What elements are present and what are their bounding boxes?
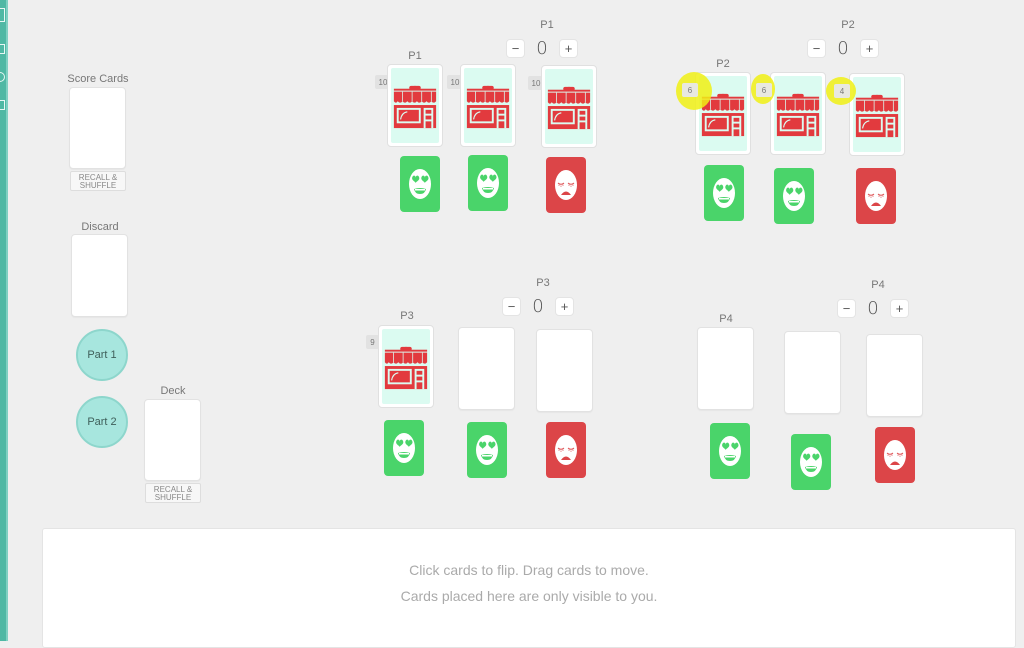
shop-icon	[382, 343, 430, 391]
discard-pile[interactable]	[71, 234, 128, 317]
card-value-badge: 4	[834, 84, 850, 98]
player-area-label: P3	[400, 310, 414, 322]
cards-icon[interactable]	[0, 100, 5, 110]
shop-card[interactable]	[541, 65, 597, 148]
shop-icon	[774, 90, 822, 138]
happy-face-icon	[715, 431, 745, 471]
sad-face-card[interactable]	[856, 168, 896, 224]
shop-card[interactable]	[770, 72, 826, 155]
shop-icon	[391, 82, 439, 130]
decrement-button[interactable]: −	[807, 38, 826, 58]
sad-face-card[interactable]	[546, 157, 586, 213]
sidebar	[0, 0, 8, 641]
sad-face-icon	[551, 165, 581, 205]
card-value-badge: 6	[756, 83, 772, 97]
shuffle-label: SHUFFLE	[154, 493, 192, 502]
happy-face-icon	[779, 176, 809, 216]
happy-face-icon	[389, 428, 419, 468]
deck-pile[interactable]	[144, 399, 201, 481]
happy-face-icon	[473, 163, 503, 203]
shop-icon	[464, 82, 512, 130]
score-counter-label: P2	[841, 19, 855, 31]
increment-button[interactable]: +	[559, 38, 578, 58]
happy-face-icon	[709, 173, 739, 213]
score-cards-label: Score Cards	[67, 73, 129, 85]
shop-card[interactable]	[378, 325, 434, 408]
card-value-badge: 6	[682, 83, 698, 97]
empty-card-slot[interactable]	[458, 327, 515, 410]
sad-face-icon	[880, 435, 910, 475]
player-area-label: P1	[408, 50, 422, 62]
happy-face-card[interactable]	[774, 168, 814, 224]
happy-face-card[interactable]	[791, 434, 831, 490]
happy-face-card[interactable]	[468, 155, 508, 211]
increment-button[interactable]: +	[890, 298, 909, 318]
player-area-label: P4	[719, 313, 733, 325]
card-value-badge: 9	[366, 335, 379, 349]
empty-card-slot[interactable]	[866, 334, 923, 417]
decrement-button[interactable]: −	[502, 296, 521, 316]
happy-face-card[interactable]	[400, 156, 440, 212]
part-2-button[interactable]: Part 2	[76, 396, 128, 448]
happy-face-card[interactable]	[704, 165, 744, 221]
card-value-badge: 10	[528, 76, 544, 90]
happy-face-card[interactable]	[710, 423, 750, 479]
score-value: 0	[837, 37, 849, 59]
score-counter: − 0 +	[506, 37, 578, 59]
score-counter-label: P3	[536, 277, 550, 289]
shuffle-label: SHUFFLE	[79, 181, 117, 190]
empty-card-slot[interactable]	[536, 329, 593, 412]
part-1-button[interactable]: Part 1	[76, 329, 128, 381]
score-value: 0	[867, 297, 879, 319]
recall-label: RECALL &	[153, 485, 193, 494]
hand-instructions-line-1: Click cards to flip. Drag cards to move.	[409, 562, 649, 578]
score-counter: − 0 +	[807, 37, 879, 59]
sad-face-card[interactable]	[546, 422, 586, 478]
happy-face-card[interactable]	[384, 420, 424, 476]
deck-label: Deck	[160, 385, 186, 397]
users-icon[interactable]	[0, 72, 5, 82]
happy-face-icon	[405, 164, 435, 204]
score-counter-label: P4	[871, 279, 885, 291]
shop-card[interactable]	[387, 64, 443, 147]
empty-card-slot[interactable]	[697, 327, 754, 410]
decrement-button[interactable]: −	[506, 38, 525, 58]
shop-card[interactable]	[695, 72, 751, 155]
score-cards-recall-shuffle-button[interactable]: RECALL & SHUFFLE	[70, 171, 126, 191]
shop-card[interactable]	[460, 64, 516, 147]
recall-label: RECALL &	[78, 173, 118, 182]
score-counter-label: P1	[540, 19, 554, 31]
happy-face-icon	[796, 442, 826, 482]
score-value: 0	[536, 37, 548, 59]
deck-recall-shuffle-button[interactable]: RECALL & SHUFFLE	[145, 483, 201, 503]
shop-icon	[853, 91, 901, 139]
sad-face-icon	[551, 430, 581, 470]
shop-card[interactable]	[849, 73, 905, 156]
menu-icon[interactable]	[0, 8, 5, 22]
score-cards-pile[interactable]	[69, 87, 126, 169]
empty-card-slot[interactable]	[784, 331, 841, 414]
increment-button[interactable]: +	[860, 38, 879, 58]
score-value: 0	[532, 295, 544, 317]
happy-face-card[interactable]	[467, 422, 507, 478]
increment-button[interactable]: +	[555, 296, 574, 316]
score-counter: − 0 +	[837, 297, 909, 319]
sad-face-card[interactable]	[875, 427, 915, 483]
discard-label: Discard	[81, 221, 119, 233]
sad-face-icon	[861, 176, 891, 216]
grid-icon[interactable]	[0, 44, 5, 54]
shop-icon	[545, 83, 593, 131]
private-hand-area[interactable]: Click cards to flip. Drag cards to move.…	[42, 528, 1016, 648]
player-area-label: P2	[716, 58, 730, 70]
decrement-button[interactable]: −	[837, 298, 856, 318]
happy-face-icon	[472, 430, 502, 470]
hand-instructions-line-2: Cards placed here are only visible to yo…	[400, 588, 658, 604]
score-counter: − 0 +	[502, 295, 574, 317]
card-value-badge: 10	[447, 75, 463, 89]
